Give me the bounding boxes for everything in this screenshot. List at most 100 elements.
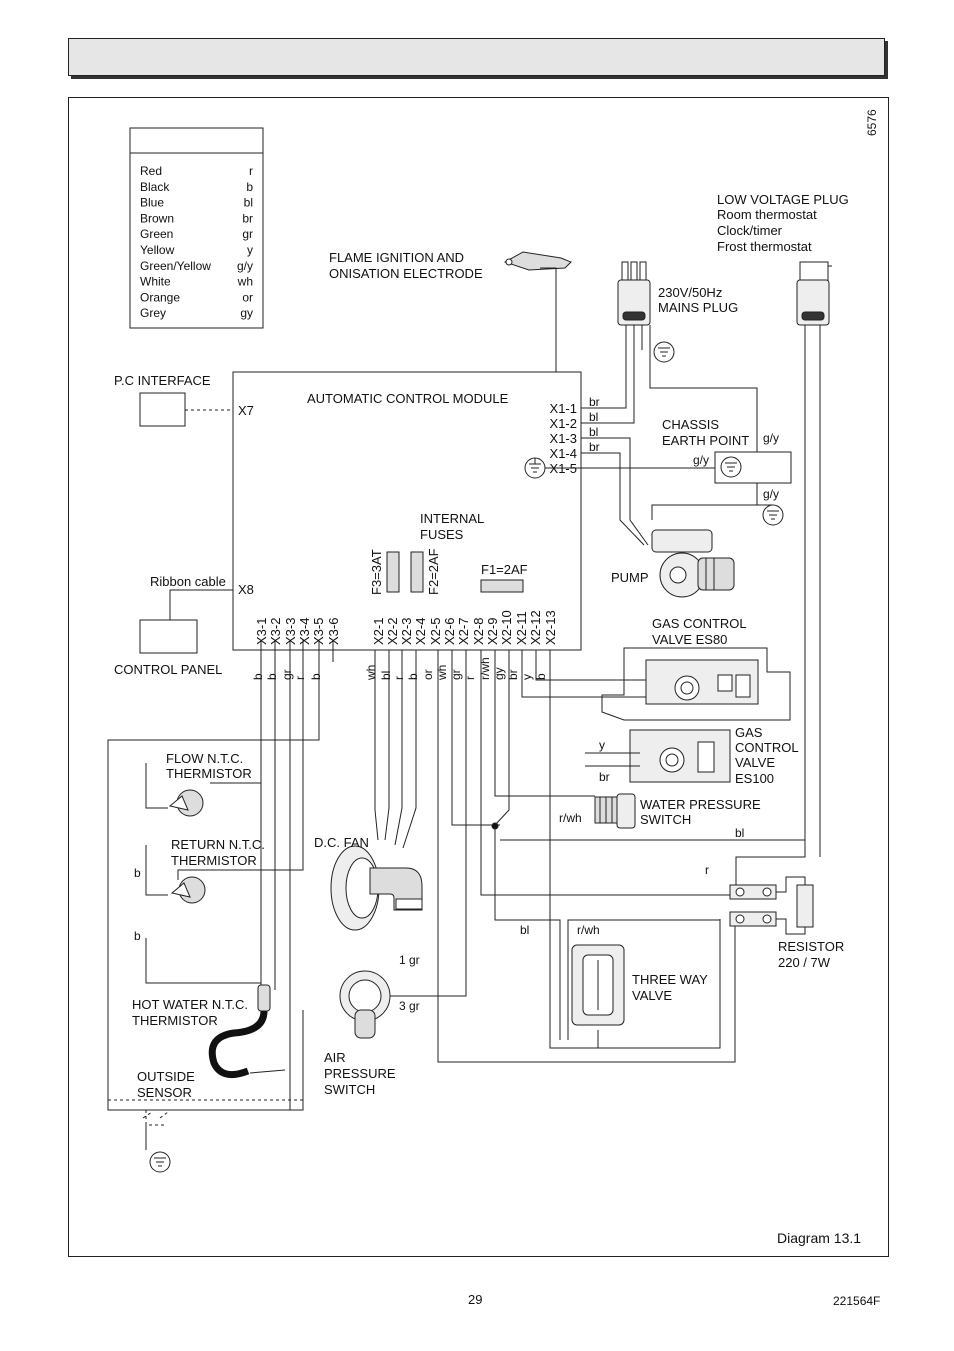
x1-terminal-label: X1-1 xyxy=(550,401,577,416)
return-thermistor-label-1: RETURN N.T.C. xyxy=(171,837,265,852)
legend-color-name: Black xyxy=(140,180,170,194)
x2-wire-label: gr xyxy=(449,669,463,680)
x2-wire-label: bl xyxy=(379,671,393,680)
x1-terminal-label: X1-4 xyxy=(550,446,577,461)
x2-terminal-label: X2-4 xyxy=(413,618,428,645)
mains-earth-icon xyxy=(653,341,675,363)
x2-terminal-label: X2-7 xyxy=(456,618,471,645)
mains-plug-icon xyxy=(617,261,651,326)
three-way-valve-label-2: VALVE xyxy=(632,988,672,1003)
wire-label-gy3: g/y xyxy=(763,487,779,501)
pump-label: PUMP xyxy=(611,570,649,585)
module-title: AUTOMATIC CONTROL MODULE xyxy=(307,391,509,406)
ignition-electrode-icon xyxy=(503,251,572,271)
chassis-earth-icon xyxy=(720,456,742,478)
fuse-f1-label: F1=2AF xyxy=(481,562,528,577)
wire-label-1gr: 1 gr xyxy=(399,953,420,967)
legend-box xyxy=(129,127,264,329)
legend-color-name: Brown xyxy=(140,211,174,225)
mains-label-1: 230V/50Hz xyxy=(658,285,722,300)
water-pressure-label-1: WATER PRESSURE xyxy=(640,797,761,812)
x3-wire-label: b xyxy=(251,673,265,680)
x1-terminal-label: X1-2 xyxy=(550,416,577,431)
flow-thermistor-label-1: FLOW N.T.C. xyxy=(166,751,243,766)
x2-terminal-label: X2-6 xyxy=(442,618,457,645)
x2-terminal-label: X2-10 xyxy=(499,610,514,645)
x3-terminal-label: X3-2 xyxy=(268,618,283,645)
x2-wire-label: r xyxy=(463,676,477,680)
low-voltage-plug-icon xyxy=(796,261,832,326)
x2-wire-label: b xyxy=(406,673,420,680)
diagram-frame xyxy=(68,97,889,1257)
water-pressure-switch-icon xyxy=(594,793,636,829)
x2-wire-label: br xyxy=(506,669,520,680)
gas-valve-es80-icon xyxy=(601,647,791,721)
document-code: 221564F xyxy=(833,1294,881,1308)
flame-label-2: ONISATION ELECTRODE xyxy=(329,266,483,281)
x1-terminal-labels: X1-1X1-2X1-3X1-4X1-5 xyxy=(550,401,577,476)
fuse-f2-label: F2=2AF xyxy=(426,548,441,595)
legend-color-name: White xyxy=(140,275,171,289)
pump-icon xyxy=(651,529,735,598)
return-thermistor-icon xyxy=(170,876,206,904)
x2-wire-label: y xyxy=(520,674,534,680)
x2-terminal-label: X2-12 xyxy=(528,610,543,645)
wire-label-y: y xyxy=(599,738,605,752)
clock-timer-label: Clock/timer xyxy=(717,223,783,238)
x3-wire-label: r xyxy=(293,676,307,680)
x2-terminal-label: X2-9 xyxy=(485,618,500,645)
x2-terminal-label: X2-5 xyxy=(428,618,443,645)
legend-color-code: r xyxy=(249,164,253,178)
control-panel-label: CONTROL PANEL xyxy=(114,662,222,677)
pc-interface-box xyxy=(139,392,186,427)
diagram-id: 6576 xyxy=(865,109,879,136)
legend-color-code: gr xyxy=(242,227,253,241)
fuse-f2 xyxy=(410,551,424,593)
x3-terminal-label: X3-3 xyxy=(283,618,298,645)
wire-label-br: br xyxy=(599,770,610,784)
gas-valve-es100-label-4: ES100 xyxy=(735,771,774,786)
outside-sensor-earth-icon xyxy=(149,1151,171,1173)
header-bar xyxy=(68,38,885,76)
x2-terminal-label: X2-8 xyxy=(471,618,486,645)
legend-color-code: bl xyxy=(244,196,253,210)
x1-wire-label: br xyxy=(589,440,600,454)
wire-label-b2: b xyxy=(134,929,141,943)
x3-wire-label: b xyxy=(265,673,279,680)
internal-fuses-label-2: FUSES xyxy=(420,527,464,542)
gas-valve-es100-label-1: GAS xyxy=(735,725,763,740)
chassis-label-1: CHASSIS xyxy=(662,417,719,432)
flame-label-1: FLAME IGNITION AND xyxy=(329,250,464,265)
chassis-label-2: EARTH POINT xyxy=(662,433,749,448)
frost-thermostat-label: Frost thermostat xyxy=(717,239,812,254)
wire-label-rwh2: r/wh xyxy=(577,923,600,937)
legend-color-name: Red xyxy=(140,164,162,178)
ground-earth-icon xyxy=(762,504,784,526)
return-thermistor-label-2: THERMISTOR xyxy=(171,853,257,868)
x2-wire-label: gy xyxy=(492,667,506,680)
fuse-f1 xyxy=(480,579,524,593)
x2-wire-label: wh xyxy=(364,665,378,681)
outside-sensor-label-2: SENSOR xyxy=(137,1085,192,1100)
wire-label-bl2: bl xyxy=(520,923,529,937)
air-pressure-label-2: PRESSURE xyxy=(324,1066,396,1081)
x2-terminal-label: X2-1 xyxy=(371,618,386,645)
resistor-icon xyxy=(729,876,814,935)
legend-color-code: g/y xyxy=(237,259,253,273)
x2-terminal-label: X2-13 xyxy=(543,610,558,645)
gas-valve-es100-label-2: CONTROL xyxy=(735,740,799,755)
x8-label: X8 xyxy=(238,582,254,597)
resistor-label-1: RESISTOR xyxy=(778,939,844,954)
three-way-valve-icon xyxy=(571,944,625,1026)
legend-color-code: br xyxy=(242,211,253,225)
legend-color-code: b xyxy=(246,180,253,194)
resistor-label-2: 220 / 7W xyxy=(778,955,831,970)
x3-wire-label: b xyxy=(309,673,323,680)
wire-label-b1: b xyxy=(134,866,141,880)
air-pressure-label-3: SWITCH xyxy=(324,1082,375,1097)
module-earth-icon xyxy=(524,457,546,479)
ribbon-cable-label: Ribbon cable xyxy=(150,574,226,589)
